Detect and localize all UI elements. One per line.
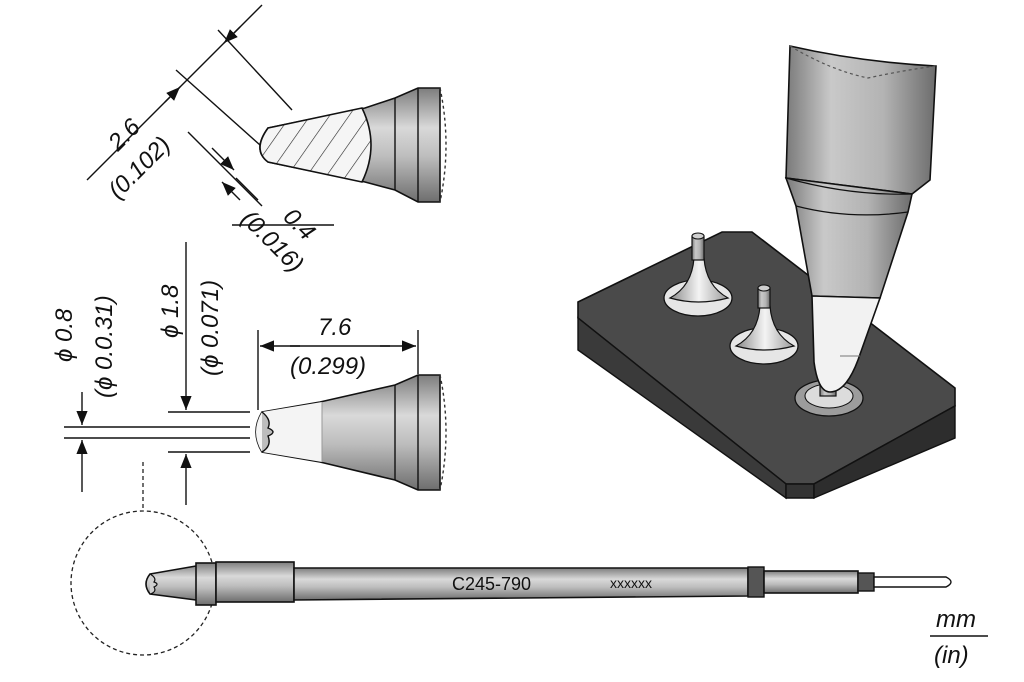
outer-diameter-mm: ϕ 1.8 [157,284,184,338]
length-in: (0.299) [290,353,366,380]
units-imperial: (in) [934,642,969,669]
pcb-scene [577,45,956,500]
inner-diameter-mm: ϕ 0.8 [51,308,78,362]
length-mm: 7.6 [318,314,352,341]
dimension-length: 7.6 (0.299) [257,314,419,410]
tip-side-view [259,87,447,203]
tip-front-view [255,374,447,491]
cartridge-full-view: C245-790 xxxxxx [70,462,952,656]
units-metric: mm [936,606,976,633]
cartridge-model-label: C245-790 [452,574,531,594]
outer-diameter-in: (ϕ 0.071) [197,280,224,376]
dimension-tip-width: 2.6 (0.102) [86,4,293,204]
units-legend: mm (in) [930,606,988,669]
dimension-outer-diameter: ϕ 1.8 (ϕ 0.071) [157,242,250,505]
dimension-inner-diameter: ϕ 0.8 (ϕ 0.0.31) [51,295,250,492]
cartridge-serial-label: xxxxxx [610,575,652,591]
inner-diameter-in: (ϕ 0.0.31) [91,295,118,398]
